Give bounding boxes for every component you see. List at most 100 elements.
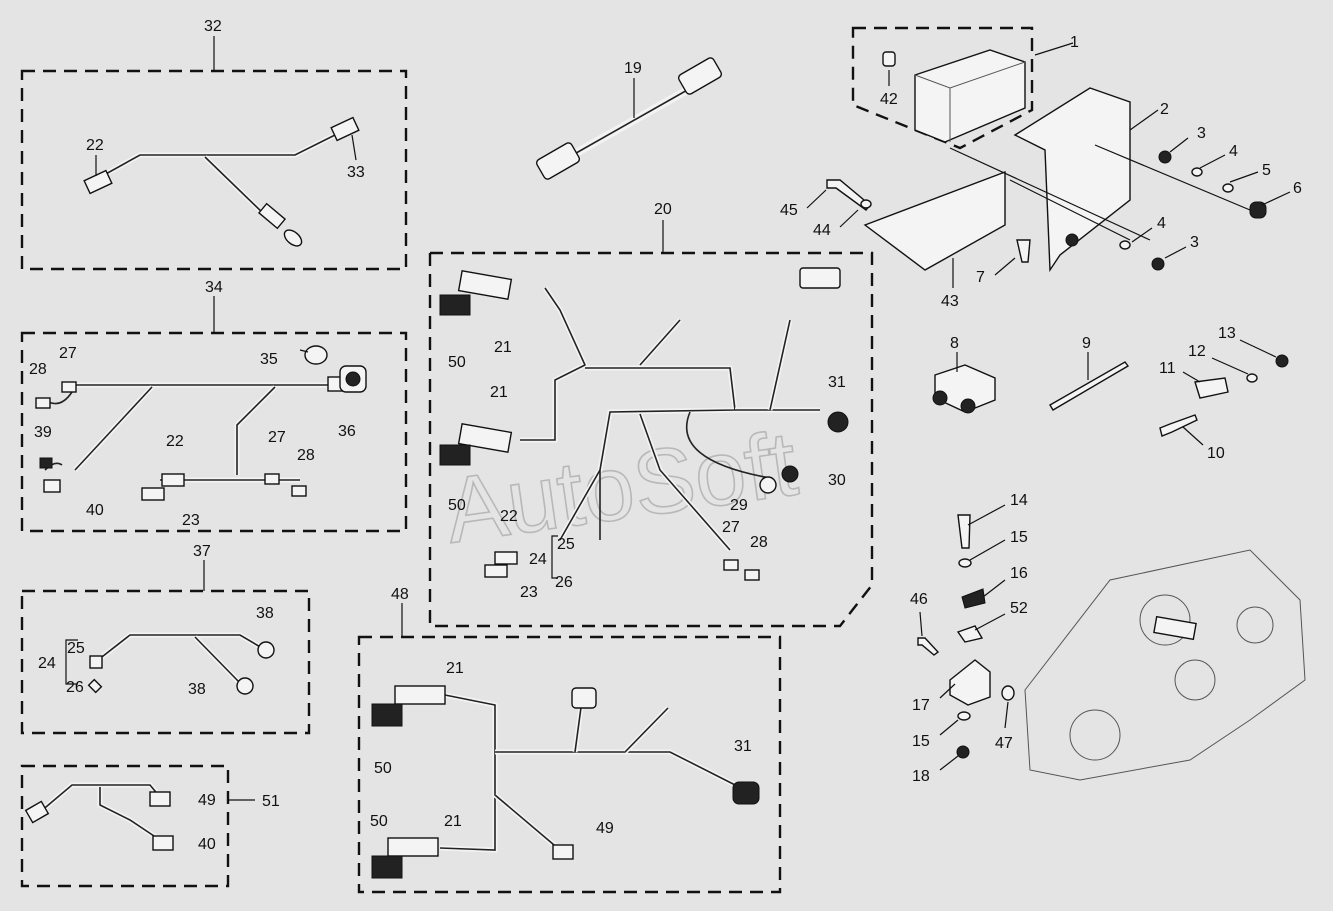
elbow-connector (571, 687, 597, 709)
washer-44 (860, 199, 872, 209)
label-2: 2 (1160, 101, 1169, 118)
label-19: 19 (624, 60, 642, 77)
plug-38a (257, 641, 275, 659)
label-12: 12 (1188, 343, 1206, 360)
label-27: 27 (722, 519, 740, 536)
label-26: 26 (555, 574, 573, 591)
label-31: 31 (828, 374, 846, 391)
label-7: 7 (976, 269, 985, 286)
connector-28b (291, 485, 307, 497)
label-22: 22 (86, 137, 104, 154)
label-50: 50 (448, 497, 466, 514)
label-26: 26 (66, 679, 84, 696)
group-48-frame (357, 635, 782, 894)
gearbox-housing (1024, 549, 1306, 781)
label-22: 22 (500, 508, 518, 525)
harness-group-51: 51 49 40 (20, 764, 280, 888)
label-28: 28 (297, 447, 315, 464)
label-3: 3 (1197, 125, 1206, 142)
label-38: 38 (256, 605, 274, 622)
label-28: 28 (750, 534, 768, 551)
harness-group-32: 32 22 33 (20, 18, 408, 271)
grommet-29 (759, 476, 777, 494)
connector-22 (83, 169, 113, 195)
label-16: 16 (1010, 565, 1028, 582)
label-15: 15 (912, 733, 930, 750)
bracket-17 (949, 659, 991, 706)
label-29: 29 (730, 497, 748, 514)
harness-group-34: 34 28 27 35 36 39 40 22 (20, 279, 408, 533)
connector-21a (457, 269, 513, 301)
washer-15b (957, 711, 971, 721)
control-box (914, 49, 1026, 143)
cap-6 (1249, 201, 1267, 219)
connector-27 (723, 559, 739, 571)
label-21: 21 (490, 384, 508, 401)
label-25: 25 (557, 536, 575, 553)
label-50: 50 (374, 760, 392, 777)
label-17: 17 (912, 697, 930, 714)
label-43: 43 (941, 293, 959, 310)
label-31: 31 (734, 738, 752, 755)
label-23: 23 (182, 512, 200, 529)
label-50: 50 (448, 354, 466, 371)
label-46: 46 (910, 591, 928, 608)
connector-21b (457, 422, 513, 454)
sensor-mount-assembly: 14 15 16 52 46 17 15 47 18 (910, 492, 1306, 785)
bracket-2 (1013, 87, 1131, 273)
label-4: 4 (1229, 143, 1238, 160)
plate-43 (863, 170, 1006, 271)
label-6: 6 (1293, 180, 1302, 197)
group-48-label: 48 (391, 586, 409, 603)
ring-terminal (257, 202, 303, 247)
bolt-45 (826, 179, 871, 211)
connector-28 (744, 569, 760, 581)
group-20-frame (428, 251, 874, 628)
label-50: 50 (370, 813, 388, 830)
label-27: 27 (268, 429, 286, 446)
label-36: 36 (338, 423, 356, 440)
connector-50a (439, 294, 471, 316)
connector-40 (152, 835, 174, 851)
bolt-46 (917, 637, 940, 656)
label-28: 28 (29, 361, 47, 378)
connector-49 (149, 791, 171, 807)
label-11: 11 (1159, 360, 1176, 377)
label-5: 5 (1262, 162, 1271, 179)
washer-12 (1246, 373, 1258, 383)
bolt-7 (1016, 239, 1031, 263)
bolt-14 (957, 514, 971, 549)
label-35: 35 (260, 351, 278, 368)
block-16 (961, 588, 986, 609)
label-52: 52 (1010, 600, 1028, 617)
label-21: 21 (444, 813, 462, 830)
label-18: 18 (912, 768, 930, 785)
connector-27b (264, 473, 280, 485)
connector-33 (330, 116, 360, 142)
label-23: 23 (520, 584, 538, 601)
connector-end (24, 800, 50, 824)
connector-22 (161, 473, 185, 487)
clip-25 (89, 655, 103, 669)
label-24: 24 (38, 655, 56, 672)
group-37-label: 37 (193, 543, 211, 560)
connector-22 (494, 551, 518, 565)
nut-3b (1151, 257, 1165, 271)
nut-3a (1158, 150, 1172, 164)
connector-23 (484, 564, 508, 578)
group-51-frame (20, 764, 230, 888)
cap-42 (882, 51, 896, 67)
label-14: 14 (1010, 492, 1028, 509)
group-20-label: 20 (654, 201, 672, 218)
label-47: 47 (995, 735, 1013, 752)
label-49: 49 (596, 820, 614, 837)
connector-36 (327, 365, 367, 393)
label-21: 21 (494, 339, 512, 356)
harness-group-20: 20 50 21 21 31 50 22 25 24 26 (428, 201, 874, 628)
label-9: 9 (1082, 335, 1091, 352)
connector-top (799, 267, 841, 289)
label-4: 4 (1157, 215, 1166, 232)
label-24: 24 (529, 551, 547, 568)
label-3: 3 (1190, 234, 1199, 251)
